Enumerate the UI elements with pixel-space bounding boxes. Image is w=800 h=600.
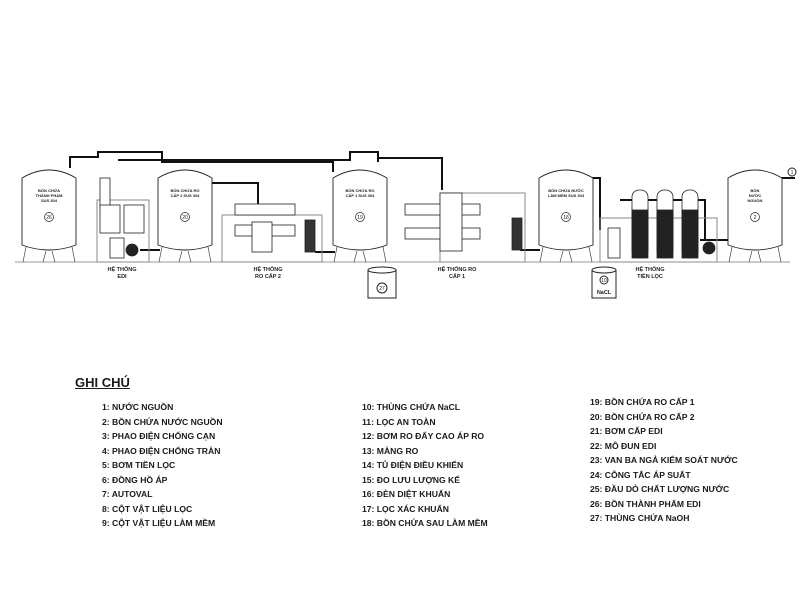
legend-item: 1: NƯỚC NGUỒN xyxy=(102,402,174,412)
source-water-number: 1 xyxy=(791,170,794,176)
legend-item: 25: ĐẦU DÒ CHẤT LƯỢNG NƯỚC xyxy=(590,484,730,494)
legend-item: 22: MÔ ĐUN EDI xyxy=(590,440,657,451)
nacl-drum-number: 10 xyxy=(601,278,607,284)
system-label-ro1-2: CẤP 1 xyxy=(449,273,465,280)
legend-item: 12: BƠM RO ĐẨY CAO ÁP RO xyxy=(362,431,485,441)
tank-leg xyxy=(568,250,573,263)
tank-number: 2 xyxy=(754,215,757,221)
legend-item: 14: TỦ ĐIỆN ĐIỀU KHIỂN xyxy=(362,460,464,470)
legend-item: 13: MÀNG RO xyxy=(362,445,419,456)
legend-item: 3: PHAO ĐIỆN CHỐNG CẠN xyxy=(102,431,216,441)
legend-item: 27: THÙNG CHỨA NaOH xyxy=(590,513,690,523)
pipes xyxy=(69,151,795,253)
tank-number: 18 xyxy=(563,215,569,221)
tank-leg xyxy=(207,246,212,263)
system-label-ro2-2: RO CẤP 2 xyxy=(255,273,281,280)
legend-item: 17: LỌC XÁC KHUẨN xyxy=(362,503,449,514)
system-label-prefilter-2: TIỀN LỌC xyxy=(637,273,663,280)
legend-item: 11: LỌC AN TOÀN xyxy=(362,416,436,427)
legend-item: 8: CỘT VẬT LIỆU LỌC xyxy=(102,503,193,514)
tank-leg xyxy=(559,250,564,263)
nacl-drum-label: NaCL xyxy=(597,290,612,296)
legend-item: 18: BỒN CHỨA SAU LÀM MỀM xyxy=(362,518,488,528)
legend-column-3: 19: BỒN CHỨA RO CẤP 1 20: BỒN CHỨA RO CẤP… xyxy=(590,395,738,526)
tank-leg xyxy=(187,250,192,263)
legend-item: 24: CÔNG TẮC ÁP SUẤT xyxy=(590,469,691,480)
tank-label: BỒN CHỨA RO xyxy=(171,188,200,193)
tank-number: 20 xyxy=(182,215,188,221)
tank-body xyxy=(332,169,388,251)
legend-item: 16: ĐÈN DIỆT KHUẨN xyxy=(362,489,451,499)
tank-leg xyxy=(22,246,27,263)
tank-leg xyxy=(588,246,593,263)
tank-label: SUS 304 xyxy=(41,198,58,203)
system-label-ro2: HỆ THỐNG xyxy=(253,265,282,273)
legend-item: 10: THÙNG CHỨA NaCL xyxy=(362,402,461,412)
tank-label: BỒN CHỨA NƯỚC xyxy=(548,188,584,193)
system-label-ro1: HỆ THỐNG RO xyxy=(438,265,478,273)
tank-number: 19 xyxy=(357,215,363,221)
legend-column-1: 1: NƯỚC NGUỒN 2: BỒN CHỨA NƯỚC NGUỒN 3: PH… xyxy=(102,400,223,531)
tank-leg xyxy=(362,250,367,263)
tank-label: LÀM MỀM SUS 304 xyxy=(548,193,585,198)
tank-label: BỒN xyxy=(751,188,760,193)
tank-leg xyxy=(158,246,163,263)
legend-item: 6: ĐỒNG HỒ ÁP xyxy=(102,474,168,485)
tank-leg xyxy=(748,250,753,263)
tank-leg xyxy=(382,246,387,263)
tank-leg xyxy=(42,250,47,263)
tank-label: NGUỒN xyxy=(748,198,763,203)
tank-body xyxy=(538,169,594,251)
legend-item: 9: CỘT VẬT LIỆU LÀM MỀM xyxy=(102,518,216,528)
tank-label: CẤP 1 SUS 304 xyxy=(346,193,376,198)
tank-body xyxy=(21,169,77,251)
legend-title: GHI CHÚ xyxy=(75,375,130,390)
legend-item: 5: BƠM TIỀN LỌC xyxy=(102,460,176,470)
naoh-drum-number: 27 xyxy=(379,286,385,292)
legend-item: 15: ĐO LƯU LƯỢNG KẾ xyxy=(362,474,460,485)
legend-item: 7: AUTOVAL xyxy=(102,489,153,499)
tank-label: BỒN CHỨA xyxy=(38,188,60,193)
legend-item: 26: BỒN THÀNH PHẨM EDI xyxy=(590,498,701,509)
tank-leg xyxy=(178,250,183,263)
nacl-drum: 10 NaCL xyxy=(591,266,617,299)
tank-leg xyxy=(353,250,358,263)
system-label-prefilter: HỆ THỐNG xyxy=(635,265,664,273)
tank-label: NƯỚC xyxy=(749,193,762,198)
legend-item: 19: BỒN CHỨA RO CẤP 1 xyxy=(590,397,695,407)
legend-item: 21: BƠM CẤP EDI xyxy=(590,426,663,436)
tank-body xyxy=(157,169,213,251)
system-label-edi-2: EDI xyxy=(117,274,127,280)
system-label-edi: HỆ THỐNG xyxy=(107,265,136,273)
edi-module xyxy=(99,177,145,259)
tank-leg xyxy=(757,250,762,263)
tank-body xyxy=(727,169,783,251)
filter-columns xyxy=(607,189,716,259)
legend-column-2: 10: THÙNG CHỨA NaCL 11: LỌC AN TOÀN 12: BƠ… xyxy=(362,400,488,531)
naoh-drum: 27 xyxy=(367,266,397,299)
legend-item: 4: PHAO ĐIỆN CHỐNG TRÀN xyxy=(102,445,221,456)
tank-leg xyxy=(333,246,338,263)
tank-leg xyxy=(539,246,544,263)
tank-leg xyxy=(71,246,76,263)
tank-number: 26 xyxy=(46,215,52,221)
tank-leg xyxy=(777,246,782,263)
tank-label: THÀNH PHẨM xyxy=(36,193,64,198)
tank-leg xyxy=(728,246,733,263)
legend-item: 20: BỒN CHỨA RO CẤP 2 xyxy=(590,411,695,422)
ro-membranes xyxy=(234,192,523,253)
legend-item: 23: VAN BA NGẢ KIỂM SOÁT NƯỚC xyxy=(590,455,738,465)
legend-item: 2: BỒN CHỨA NƯỚC NGUỒN xyxy=(102,416,223,427)
tank-label: BỒN CHỨA RO xyxy=(346,188,375,193)
tank-label: CẤP 2 SUS 304 xyxy=(171,193,201,198)
tank-leg xyxy=(51,250,56,263)
